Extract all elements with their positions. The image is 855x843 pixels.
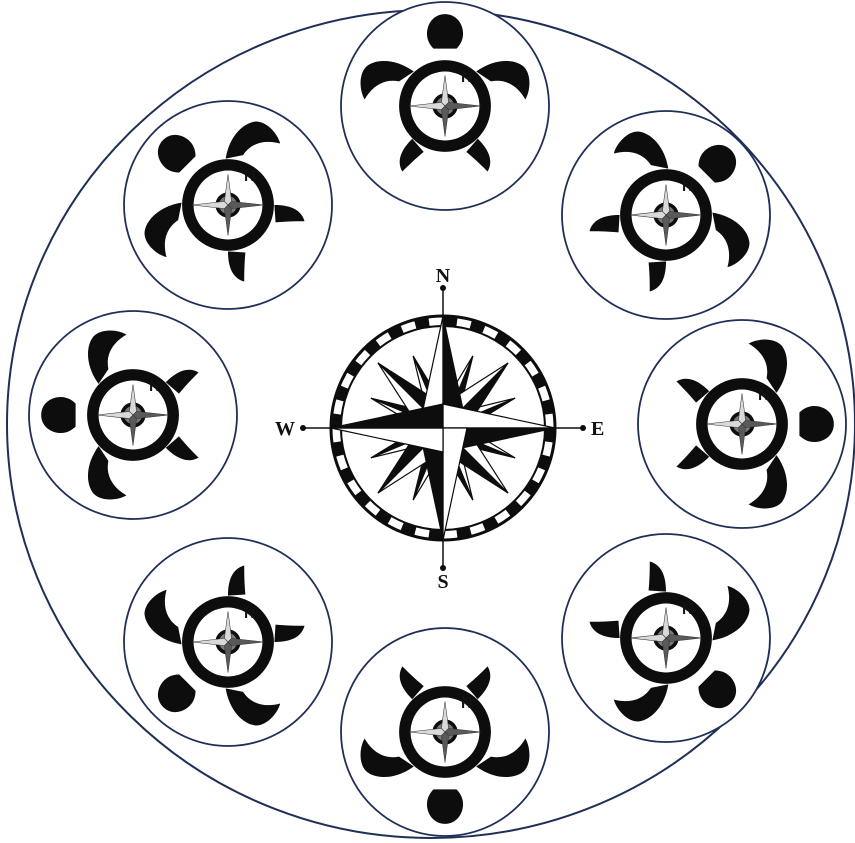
turtle-badge: N — [341, 628, 549, 836]
turtle-badge: N — [341, 2, 549, 210]
turtle-north-label: N — [461, 69, 473, 86]
west-dot — [300, 425, 306, 431]
east-dot — [580, 425, 586, 431]
north-label: N — [436, 265, 451, 287]
turtle-badge: N — [29, 311, 237, 519]
turtle-north-label: N — [682, 178, 694, 195]
south-label: S — [437, 571, 448, 593]
turtle-north-label: N — [149, 378, 161, 395]
turtle-badge: N — [638, 320, 846, 528]
turtle-north-label: N — [758, 387, 770, 404]
turtle-north-label: N — [461, 695, 473, 712]
west-label: W — [275, 418, 295, 440]
east-label: E — [591, 418, 604, 440]
turtle-north-label: N — [682, 601, 694, 618]
turtle-north-label: N — [244, 168, 256, 185]
turtle-north-label: N — [244, 605, 256, 622]
